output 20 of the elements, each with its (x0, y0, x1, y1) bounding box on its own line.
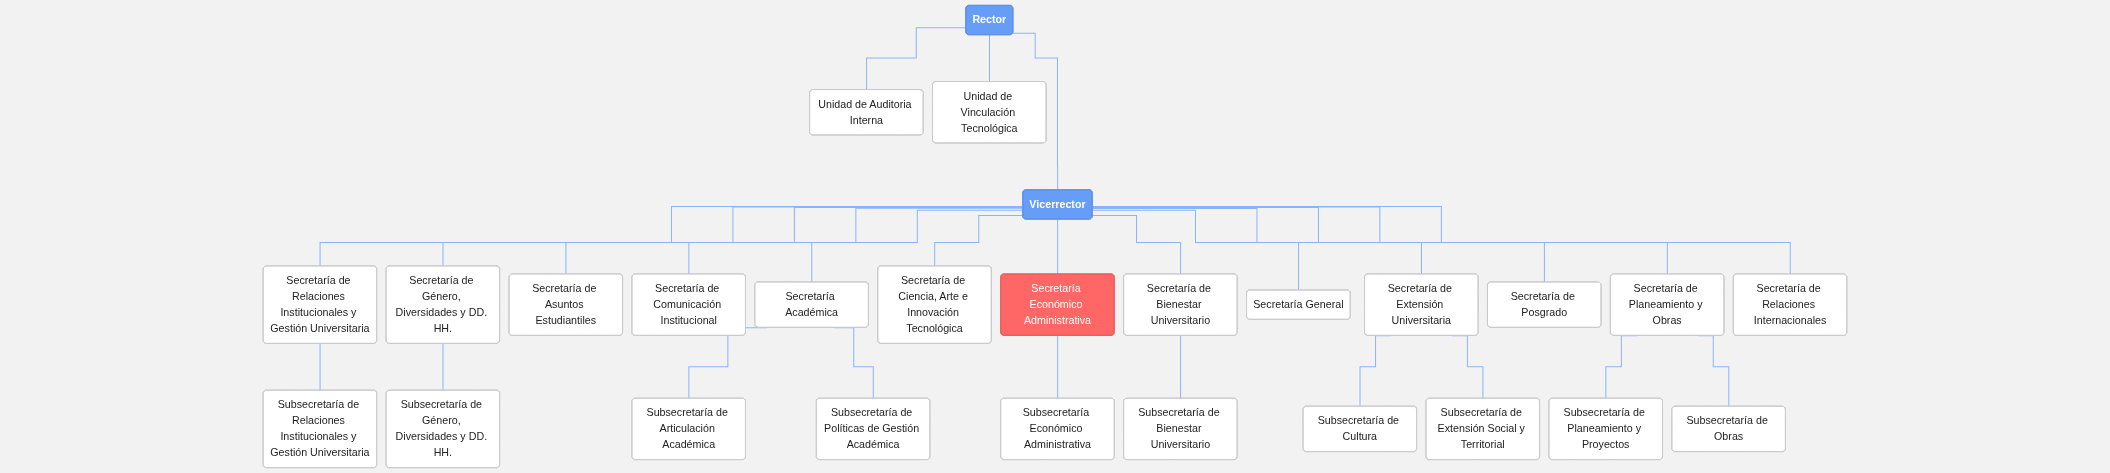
connector (1180, 335, 1182, 399)
connector (1092, 207, 1423, 275)
connector (1092, 207, 1546, 283)
connector (1012, 32, 1059, 191)
connector (811, 209, 1024, 283)
connector (1092, 209, 1300, 291)
connector (319, 343, 321, 391)
connector (1092, 215, 1182, 275)
connector (866, 27, 967, 91)
connector (934, 215, 1024, 267)
connector (319, 206, 1024, 267)
connector (442, 343, 444, 391)
connector (565, 206, 1024, 275)
connector (1092, 206, 1791, 275)
connector (989, 34, 991, 83)
connector (688, 207, 1024, 275)
connector (1092, 206, 1668, 275)
connector (442, 206, 1024, 267)
connector (1057, 335, 1059, 399)
connector (1057, 218, 1059, 275)
